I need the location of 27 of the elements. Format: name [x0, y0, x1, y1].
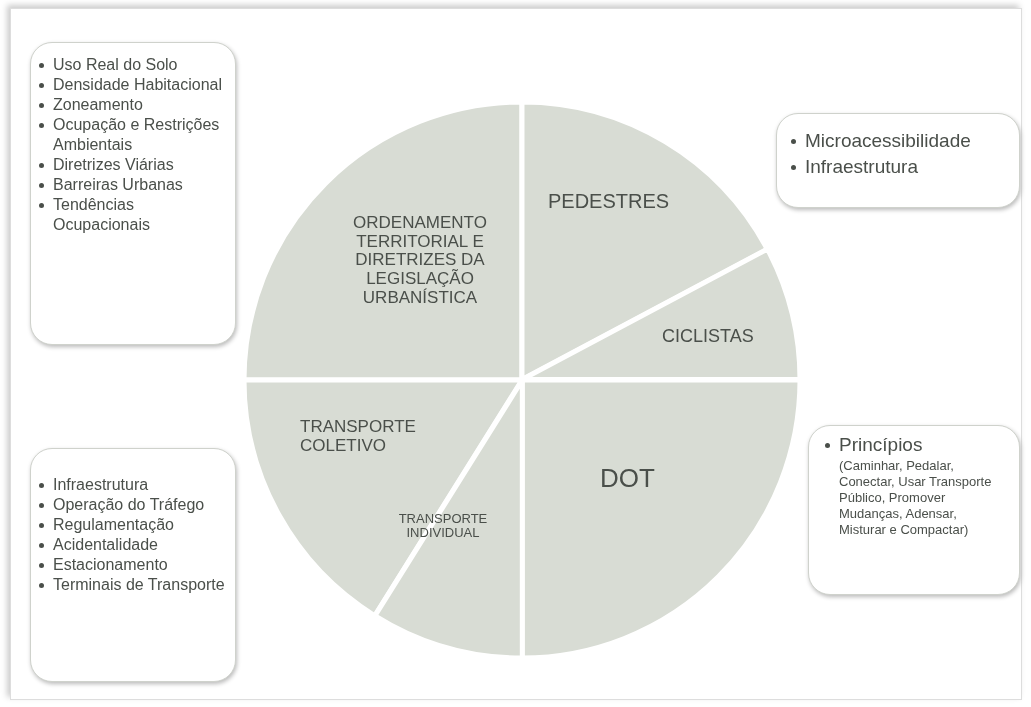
- list-text: Microacessibilidade: [805, 130, 971, 151]
- list-text: Regulamentação: [53, 516, 174, 533]
- list-text: Uso Real do Solo: [53, 56, 178, 73]
- segment-label: PEDESTRES: [548, 190, 671, 212]
- list-text: Estacionamento: [53, 556, 168, 573]
- list-text: Densidade Habitacional: [53, 76, 222, 93]
- segment-label: CICLISTAS: [662, 327, 755, 347]
- list-text: Zoneamento: [53, 96, 143, 113]
- list-text: Diretrizes Viárias: [53, 156, 174, 173]
- segment-label: TRANSPORTE COLETIVO: [300, 418, 417, 456]
- rounded-box: [30, 448, 236, 682]
- segment-label: ORDENAMENTO TERRITORIAL E DIRETRIZES DA LEGISLAÇÃO URBANÍSTICA: [352, 214, 488, 308]
- list-text: Tendências Ocupacionais: [53, 196, 150, 233]
- rounded-box: [30, 42, 236, 345]
- list-text: Infraestrutura: [805, 156, 918, 177]
- list-text: Acidentalidade: [53, 536, 158, 553]
- list-text: Infraestrutura: [53, 476, 149, 493]
- segment-label: TRANSPORTE INDIVIDUAL: [397, 512, 489, 541]
- list-text: Barreiras Urbanas: [53, 176, 183, 193]
- list-text: Ocupação e Restrições Ambientais: [53, 116, 220, 153]
- list-text: Princípios: [839, 434, 923, 455]
- list-text: Operação do Tráfego: [53, 496, 205, 513]
- rounded-box: [808, 425, 1020, 595]
- list-text: Terminais de Transporte: [53, 576, 225, 593]
- segment-label: DOT: [600, 464, 656, 493]
- rounded-box: [776, 113, 1020, 208]
- note-text: (Caminhar, Pedalar, Conectar, Usar Transporte Público, Promover Mudanças, Adensar, Misturar e Compactar): [839, 458, 993, 538]
